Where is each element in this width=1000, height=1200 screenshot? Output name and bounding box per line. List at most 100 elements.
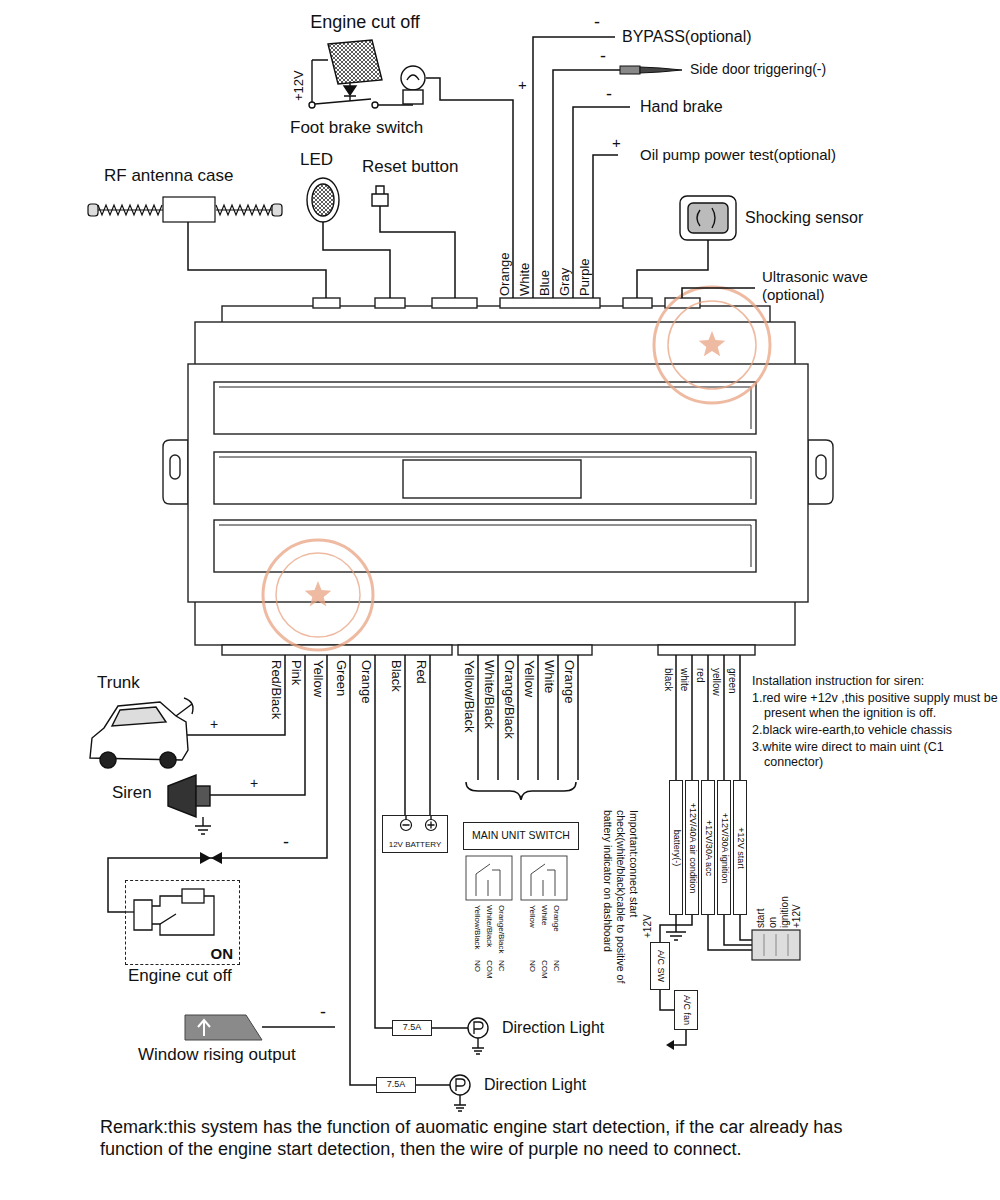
pin-label: Orange [552, 905, 560, 932]
control-unit [163, 298, 833, 655]
part-label: Trunk [97, 673, 140, 693]
control-unit [658, 645, 755, 655]
control-unit [219, 525, 751, 567]
fuse-holder: +12V/30A acc [701, 780, 715, 915]
polarity-sign: - [283, 832, 289, 854]
wire-color: Black [390, 660, 403, 692]
seal-watermark [654, 287, 770, 403]
pin-label: NO [528, 960, 536, 972]
fuse-holder: battery(-) [669, 780, 683, 915]
voltage-label: +12V [643, 914, 653, 938]
door-plug [620, 66, 682, 74]
window-arrow-icon [185, 1015, 262, 1040]
wire-color: Orange/Black [503, 660, 516, 739]
polarity-sign: - [320, 1002, 326, 1024]
signal-label: Hand brake [640, 97, 723, 116]
lamp-filament [474, 1022, 483, 1034]
signal-label: BYPASS(optional) [622, 27, 752, 46]
pin-label: COM [540, 960, 548, 979]
polarity-sign: + [518, 76, 527, 94]
lamp-symbol: Direction Light [462, 1014, 604, 1042]
trunk-car [90, 702, 188, 760]
part-label: RF antenna case [104, 166, 233, 186]
pin-label: White/Black [485, 905, 493, 947]
wire-color: Orange [360, 660, 373, 703]
shock-sensor [680, 196, 736, 240]
relay-symbol [152, 896, 182, 924]
seal-watermark [668, 301, 756, 389]
polarity-sign: - [594, 12, 600, 34]
wire-color: black [663, 668, 673, 691]
control-unit [170, 455, 180, 479]
wire-lines [188, 37, 755, 298]
wire-color: white [679, 668, 689, 691]
control-unit [313, 298, 340, 308]
wire-color: Yellow [523, 660, 536, 697]
node-text: +12V start [736, 827, 745, 868]
wire-color: Yellow [312, 660, 325, 697]
siren-horn [168, 775, 196, 817]
wire-color: Orange [563, 660, 576, 703]
wire-color: green [727, 668, 737, 694]
trunk-car [90, 698, 193, 768]
pin-label: Yellow [528, 905, 536, 928]
part-label: Ultrasonic wave (optional) [762, 268, 902, 304]
pin-label: Orange/Black [497, 905, 505, 953]
rf-antenna [88, 204, 98, 216]
rf-antenna [88, 197, 282, 222]
switch-contacts [466, 856, 567, 900]
pin-label: NC [497, 960, 505, 972]
door-plug [620, 66, 640, 74]
wire-color: Green [335, 660, 348, 696]
switch-contacts [466, 856, 512, 900]
note-text: 1.red wire +12v ,this positive supply mu… [752, 691, 999, 721]
relay-symbol [125, 911, 134, 912]
rf-antenna [98, 205, 162, 215]
node-text: +12V/30A acc [704, 820, 713, 876]
shock-sensor [688, 203, 728, 233]
node-text: Direction Light [484, 1076, 586, 1094]
control-unit [219, 387, 751, 429]
lamp-globe [450, 1075, 470, 1095]
foot-brake-switch [401, 66, 425, 90]
node-text: battery(-) [672, 829, 681, 866]
node-text: 7.5A [403, 1023, 422, 1033]
pin-label: Yellow/Black [473, 905, 481, 950]
terminal-label: on [768, 917, 778, 928]
relay-symbol [125, 889, 214, 935]
relay-box: ONEngine cut off [125, 880, 240, 965]
reset-button [376, 186, 384, 194]
foot-brake-switch [407, 75, 419, 80]
wire-lines [478, 655, 578, 780]
control-unit [214, 452, 756, 504]
wire-connector [416, 1084, 444, 1086]
control-unit [458, 645, 592, 655]
control-unit [188, 364, 808, 602]
note-text: Installation instruction for siren: [752, 674, 987, 689]
control-unit [432, 298, 477, 308]
lamp-filament [456, 1079, 465, 1091]
switch-contacts [521, 856, 567, 900]
node-text: A/C SW [656, 950, 665, 982]
node-text: A/C fan [682, 995, 691, 1025]
signal-label: Oil pump power test(optional) [640, 146, 836, 164]
fan-box: A/C fan [674, 990, 698, 1030]
siren-horn [168, 775, 222, 834]
ground-arrow [666, 1040, 674, 1050]
note-text: 3.white wire direct to main uint (C1 con… [752, 740, 999, 770]
voltage-label: +12V [292, 70, 305, 101]
control-unit [219, 457, 751, 499]
wire-color: red [695, 668, 705, 682]
signal-label: Side door triggering(-) [690, 61, 826, 78]
control-unit [808, 440, 833, 504]
note-text: Important:connect start check(white/blac… [601, 810, 640, 995]
polarity-sign: + [210, 716, 218, 733]
seal-watermark [276, 553, 360, 637]
fuse-holder: +12V start [733, 780, 747, 915]
fuse-box: 7.5A [376, 1077, 416, 1093]
part-label: LED [300, 150, 333, 170]
wire-lines [466, 782, 576, 800]
foot-brake-switch [403, 90, 423, 104]
node-text: Direction Light [502, 1019, 604, 1037]
trunk-car [100, 752, 116, 768]
